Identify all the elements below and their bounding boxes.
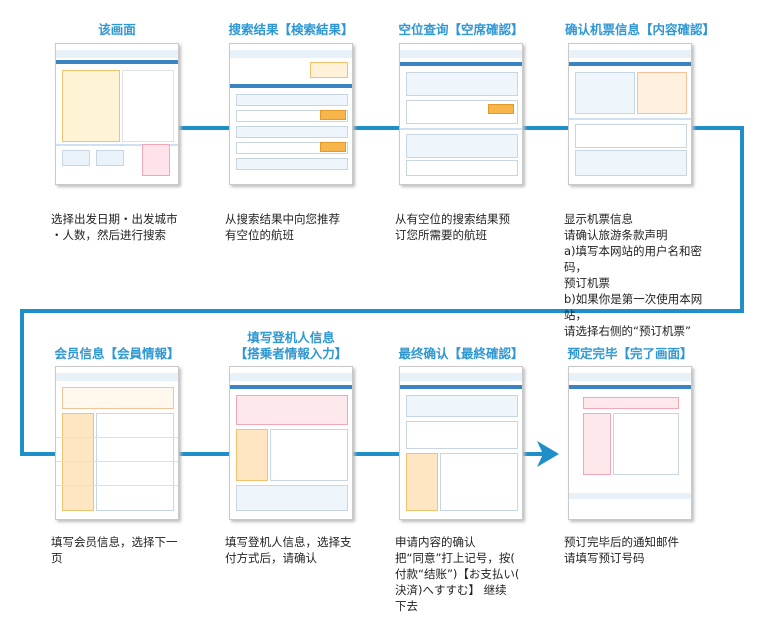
step-7-screenshot [399,366,523,520]
step-1-description: 选择出发日期・出发城市 ・人数，然后进行搜索 [51,212,178,242]
step-6-description: 填写登机人信息，选择支 付方式后，请确认 [225,535,352,565]
step-7-title: 最终确认【最終確認】 [398,346,524,361]
flow-line-left [20,309,24,455]
step-3-screenshot [399,43,523,185]
flow-line-right [740,126,744,312]
flow-arrowhead-icon [537,441,559,467]
step-4-description: 显示机票信息 请确认旅游条款声明 a)填写本网站的用户名和密码， 预订机票 b)… [564,212,703,338]
flow-line-middle [20,309,744,313]
step-6-title: 填写登机人信息 【搭乗者情報入力】 [234,330,348,361]
step-5-screenshot [55,366,179,520]
step-6-screenshot [229,366,353,520]
step-1-title: 该画面 [98,22,136,37]
step-7-description: 申请内容的确认 把“同意”打上记号，按( 付款“结账”)【お支払い( 決済)へす… [395,535,520,613]
step-5-description: 填写会员信息，选择下一 页 [51,535,178,565]
step-3-description: 从有空位的搜索结果预 订您所需要的航班 [395,212,510,242]
step-4-title: 确认机票信息【内容確認】 [565,22,716,37]
step-5-title: 会员信息【会員情報】 [54,346,180,361]
step-2-description: 从搜索结果中向您推荐 有空位的航班 [225,212,340,242]
step-8-description: 预订完毕后的通知邮件 请填写预订号码 [564,535,679,565]
step-8-title: 预定完毕【完了画面】 [567,346,693,361]
step-4-screenshot [568,43,692,185]
step-3-title: 空位查询【空席確認】 [398,22,524,37]
step-1-screenshot [55,43,179,185]
step-2-title: 搜索结果【検索結果】 [228,22,354,37]
step-2-screenshot [229,43,353,185]
step-8-screenshot [568,366,692,520]
